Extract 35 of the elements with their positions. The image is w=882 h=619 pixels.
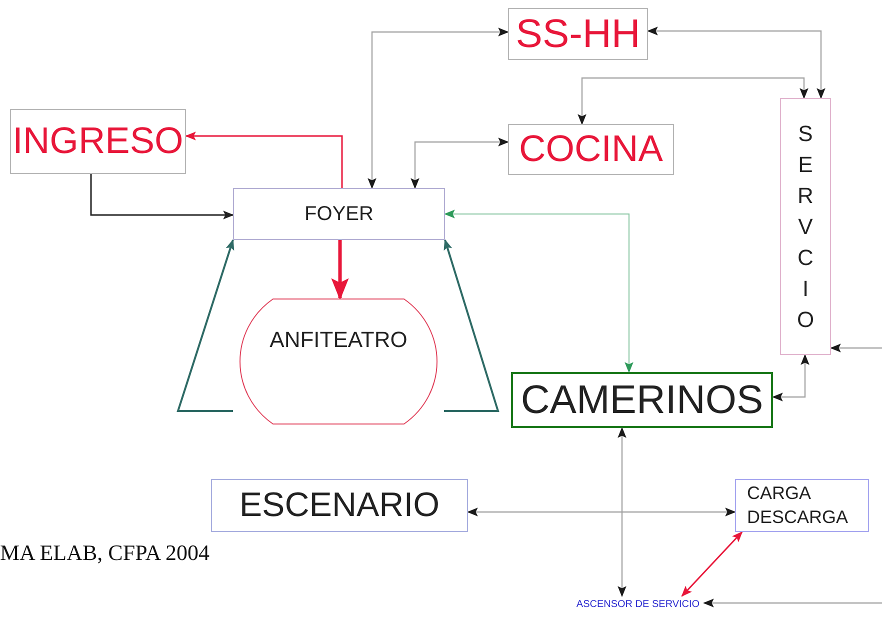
arrow (90, 174, 234, 220)
room-label: CAMERINOS (520, 378, 764, 422)
room-box (508, 8, 648, 60)
room-label: SS-HH (516, 12, 640, 56)
room-label: INGRESO (12, 121, 184, 162)
room-label: COCINA (519, 129, 663, 170)
arrow (618, 426, 626, 598)
arrow (184, 132, 343, 188)
arrow (466, 508, 736, 516)
room-label: ASCENSOR DE SERVICIO (572, 596, 704, 612)
room-box (511, 372, 773, 428)
arrow (176, 238, 234, 412)
arrow (681, 531, 743, 597)
arrow (702, 598, 882, 608)
arrow (368, 28, 510, 190)
room-box (233, 188, 445, 240)
arrow (772, 354, 810, 402)
room-label: ESCENARIO (239, 486, 440, 524)
room-label: CARGA DESCARGA (747, 482, 850, 528)
arrow (830, 344, 882, 352)
room-label: ANFITEATRO (270, 328, 408, 352)
room-box (508, 124, 674, 175)
room-box (211, 479, 468, 532)
room-box (735, 479, 869, 532)
room-label: FOYER (304, 203, 374, 225)
arrow (444, 210, 634, 374)
arrow (578, 77, 808, 126)
arrow (331, 240, 349, 300)
room-label: SERVCIO (796, 120, 814, 334)
room-box (10, 109, 186, 174)
arrow (410, 138, 510, 190)
arrow (444, 238, 500, 412)
room-box (780, 98, 831, 355)
credit-note: MA ELAB, CFPA 2004 (0, 540, 210, 566)
arrow (646, 26, 826, 100)
